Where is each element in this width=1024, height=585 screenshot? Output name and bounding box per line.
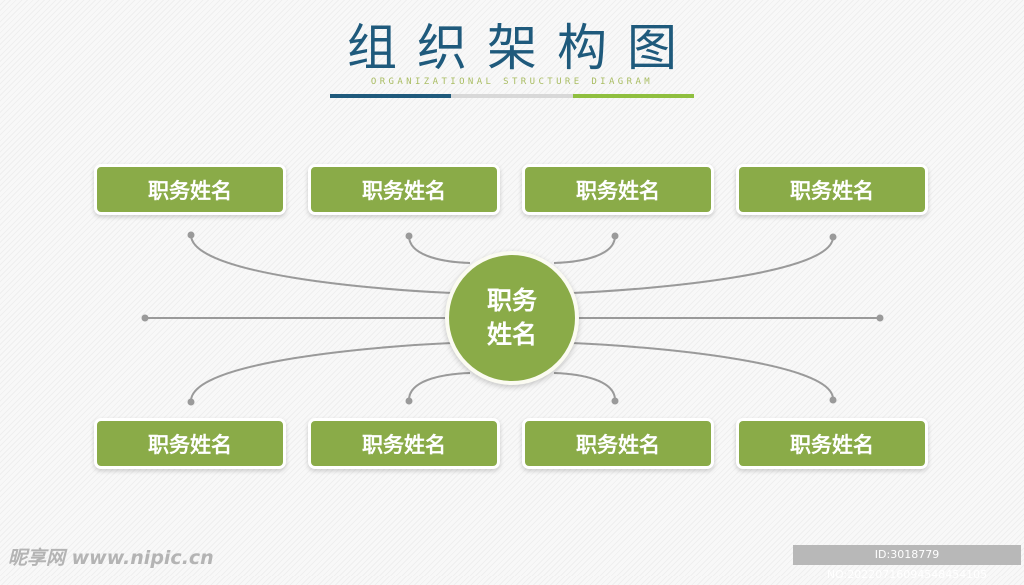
bottom-box-2[interactable]: 职务姓名 (308, 418, 500, 469)
connector-bottom-4-dot (611, 397, 619, 405)
top-box-1[interactable]: 职务姓名 (94, 164, 286, 215)
connector-top-3-dot (829, 233, 837, 241)
title-underline-green (573, 94, 694, 98)
bottom-box-3[interactable]: 职务姓名 (522, 418, 714, 469)
top-box-4[interactable]: 职务姓名 (736, 164, 928, 215)
bottom-box-4[interactable]: 职务姓名 (736, 418, 928, 469)
center-node[interactable]: 职务 姓名 (445, 251, 579, 385)
connector-bottom-2-line (408, 372, 471, 401)
connector-bottom-2-dot (405, 397, 413, 405)
title-underline-gray (451, 94, 573, 98)
connector-bottom-3-line (571, 342, 834, 400)
connector-bottom-4-line (553, 372, 616, 401)
connector-top-3-line (571, 236, 834, 294)
connector-right-dot (876, 314, 884, 322)
connector-bottom-1-line (190, 342, 453, 402)
page-subtitle: ORGANIZATIONAL STRUCTURE DIAGRAM (370, 77, 654, 87)
center-node-line1: 职务 (486, 286, 537, 315)
top-box-3[interactable]: 职务姓名 (522, 164, 714, 215)
connector-bottom-1-dot (187, 398, 195, 406)
center-node-line2: 姓名 (486, 320, 537, 349)
connector-top-1-dot (187, 231, 195, 239)
bottom-box-1[interactable]: 职务姓名 (94, 418, 286, 469)
top-box-2[interactable]: 职务姓名 (308, 164, 500, 215)
connector-left-dot (141, 314, 149, 322)
watermark-logo: 昵享网 www.nipic.cn (8, 547, 214, 569)
connector-top-2-line (408, 235, 471, 264)
connector-top-2-dot (405, 232, 413, 240)
watermark-id: ID:3018779 NO:20220716094548454105 (793, 545, 1021, 581)
connector-top-1-line (190, 234, 453, 294)
page-title: 组织架构图 (347, 19, 697, 77)
title-underline-blue (330, 94, 451, 98)
connector-top-4-line (553, 235, 616, 264)
connector-top-4-dot (611, 232, 619, 240)
connector-bottom-3-dot (829, 396, 837, 404)
